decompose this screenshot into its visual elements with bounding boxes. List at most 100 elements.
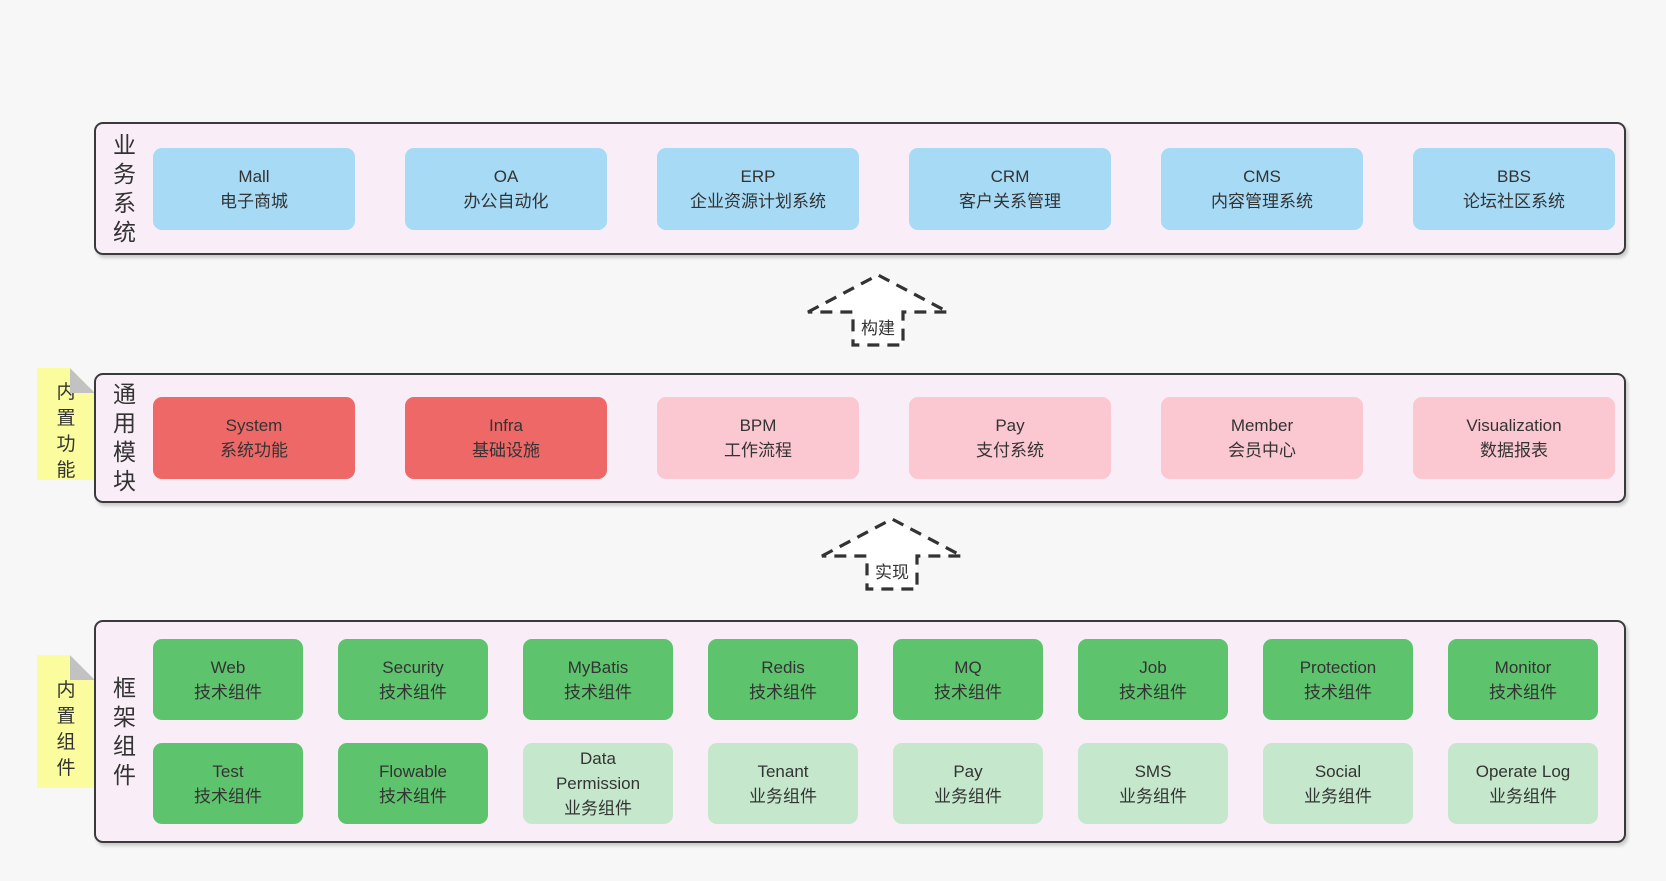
box-subtitle: 技术组件 bbox=[564, 682, 632, 702]
build-arrow-icon: 构建 bbox=[804, 271, 952, 349]
arrow-label: 实现 bbox=[875, 563, 909, 582]
implement-arrow-icon: 实现 bbox=[818, 515, 966, 593]
box-sms: SMS 业务组件 bbox=[1078, 743, 1228, 824]
box-protection: Protection 技术组件 bbox=[1263, 639, 1413, 720]
box-title: CMS bbox=[1243, 166, 1281, 186]
sticky-tab-label: 内置组件 bbox=[56, 679, 76, 779]
box-subtitle: 工作流程 bbox=[724, 441, 792, 460]
box-operate-log: Operate Log 业务组件 bbox=[1448, 743, 1598, 824]
box-title: Pay bbox=[953, 761, 983, 781]
box-title: Redis bbox=[761, 657, 805, 677]
box-job: Job 技术组件 bbox=[1078, 639, 1228, 720]
box-title: Security bbox=[382, 657, 444, 677]
box-web: Web 技术组件 bbox=[153, 639, 303, 720]
folded-corner-icon bbox=[70, 655, 95, 680]
box-title: Infra bbox=[488, 416, 524, 435]
layer-common-modules: 通用模块 System 系统功能 Infra 基础设施 BPM 工作流程 Pay… bbox=[94, 373, 1626, 503]
layer-title: 通用模块 bbox=[113, 381, 136, 494]
sticky-tab-built-in-components: 内置组件 bbox=[37, 655, 95, 788]
layer-title: 业务系统 bbox=[113, 131, 136, 245]
box-title: Social bbox=[1314, 761, 1362, 781]
layer-business-systems: 业务系统 Mall 电子商城 OA 办公自动化 ERP 企业资源计划系统 CRM… bbox=[94, 122, 1626, 255]
up-arrow-icon bbox=[821, 517, 963, 591]
layer-boxes: System 系统功能 Infra 基础设施 BPM 工作流程 Pay 支付系统… bbox=[153, 375, 1624, 501]
box-monitor: Monitor 技术组件 bbox=[1448, 639, 1598, 720]
arrow-label: 构建 bbox=[861, 319, 895, 338]
box-subtitle: 技术组件 bbox=[934, 682, 1002, 702]
box-row: System 系统功能 Infra 基础设施 BPM 工作流程 Pay 支付系统… bbox=[153, 397, 1624, 479]
box-bpm: BPM 工作流程 bbox=[657, 397, 859, 479]
box-subtitle: 办公自动化 bbox=[463, 191, 549, 211]
box-oa: OA 办公自动化 bbox=[405, 147, 607, 230]
sticky-tab-built-in-features: 内置功能 bbox=[37, 368, 95, 480]
box-row: Mall 电子商城 OA 办公自动化 ERP 企业资源计划系统 CRM 客户关系… bbox=[153, 147, 1624, 230]
box-subtitle: 技术组件 bbox=[194, 786, 262, 806]
box-title: BPM bbox=[739, 416, 777, 435]
box-subtitle: 业务组件 bbox=[564, 799, 632, 818]
box-subtitle: 业务组件 bbox=[1489, 786, 1557, 806]
box-subtitle: 基础设施 bbox=[472, 441, 540, 460]
layer-framework-components: 框架组件 Web 技术组件 Security 技术组件 MyBatis 技术组件… bbox=[94, 620, 1626, 843]
box-subtitle: 技术组件 bbox=[1119, 682, 1187, 702]
up-arrow-icon bbox=[807, 273, 949, 347]
box-data-permission: Data Permission 业务组件 bbox=[523, 743, 673, 824]
box-subtitle: 系统功能 bbox=[220, 441, 288, 460]
box-title: BBS bbox=[1496, 166, 1532, 186]
sticky-tab-label: 内置功能 bbox=[56, 382, 76, 481]
box-title: MyBatis bbox=[567, 657, 629, 677]
box-title: Tenant bbox=[757, 761, 809, 781]
box-title: Monitor bbox=[1494, 657, 1552, 677]
box-title: ERP bbox=[740, 166, 776, 186]
box-title: Pay bbox=[995, 416, 1025, 435]
box-pay: Pay 业务组件 bbox=[893, 743, 1043, 824]
layer-title: 框架组件 bbox=[113, 674, 136, 788]
box-title: Protection bbox=[1299, 657, 1377, 677]
box-subtitle: 电子商城 bbox=[220, 191, 288, 211]
box-subtitle: 技术组件 bbox=[1304, 682, 1372, 702]
box-subtitle: 论坛社区系统 bbox=[1463, 191, 1565, 211]
box-erp: ERP 企业资源计划系统 bbox=[657, 147, 859, 230]
box-social: Social 业务组件 bbox=[1263, 743, 1413, 824]
box-title: OA bbox=[493, 166, 519, 186]
box-subtitle: 业务组件 bbox=[749, 786, 817, 806]
box-subtitle: 支付系统 bbox=[976, 441, 1044, 460]
box-cms: CMS 内容管理系统 bbox=[1161, 147, 1363, 230]
layer-boxes: Mall 电子商城 OA 办公自动化 ERP 企业资源计划系统 CRM 客户关系… bbox=[153, 124, 1624, 253]
box-subtitle: 数据报表 bbox=[1480, 441, 1548, 460]
box-subtitle: 技术组件 bbox=[1489, 682, 1557, 702]
box-title: Flowable bbox=[378, 761, 448, 781]
box-test: Test 技术组件 bbox=[153, 743, 303, 824]
box-subtitle: 内容管理系统 bbox=[1211, 191, 1313, 211]
box-title: Member bbox=[1230, 416, 1294, 435]
box-row: Web 技术组件 Security 技术组件 MyBatis 技术组件 Redi… bbox=[153, 639, 1624, 720]
layer-label-column: 通用模块 bbox=[96, 375, 153, 501]
layer-label-column: 框架组件 bbox=[96, 622, 153, 841]
box-system: System 系统功能 bbox=[153, 397, 355, 479]
box-title: Visualization bbox=[1466, 416, 1562, 435]
layer-label-column: 业务系统 bbox=[96, 124, 153, 253]
box-security: Security 技术组件 bbox=[338, 639, 488, 720]
box-row: Test 技术组件 Flowable 技术组件 Data Permission … bbox=[153, 743, 1624, 824]
box-title: CRM bbox=[990, 166, 1030, 186]
box-title: Job bbox=[1139, 657, 1167, 677]
box-subtitle: 会员中心 bbox=[1228, 441, 1296, 460]
box-title: Operate Log bbox=[1475, 761, 1571, 781]
box-member: Member 会员中心 bbox=[1161, 397, 1363, 479]
layer-boxes: Web 技术组件 Security 技术组件 MyBatis 技术组件 Redi… bbox=[153, 622, 1624, 841]
box-subtitle: 技术组件 bbox=[379, 786, 447, 806]
box-tenant: Tenant 业务组件 bbox=[708, 743, 858, 824]
box-mybatis: MyBatis 技术组件 bbox=[523, 639, 673, 720]
box-mq: MQ 技术组件 bbox=[893, 639, 1043, 720]
box-crm: CRM 客户关系管理 bbox=[909, 147, 1111, 230]
box-subtitle: 技术组件 bbox=[379, 682, 447, 702]
box-pay: Pay 支付系统 bbox=[909, 397, 1111, 479]
box-title: Data Permission bbox=[555, 749, 641, 793]
box-infra: Infra 基础设施 bbox=[405, 397, 607, 479]
box-title: Test bbox=[212, 761, 244, 781]
box-mall: Mall 电子商城 bbox=[153, 147, 355, 230]
box-title: SMS bbox=[1134, 761, 1172, 781]
box-subtitle: 技术组件 bbox=[749, 682, 817, 702]
box-title: Web bbox=[210, 657, 246, 677]
box-subtitle: 企业资源计划系统 bbox=[690, 191, 826, 211]
